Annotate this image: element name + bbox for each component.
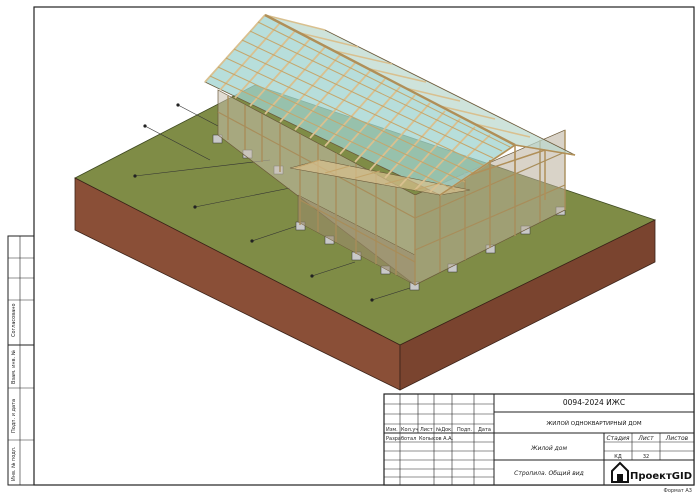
project-name: ЖИЛОЙ ОДНОКВАРТИРНЫЙ ДОМ	[546, 420, 641, 427]
hdr-kol: Кол.уч	[401, 427, 418, 433]
left-stamp-strip: Согласовано Взам. инв. № Подп. и дата Ин…	[7, 235, 35, 486]
sheet-label: Лист	[637, 435, 654, 442]
developed-label: Разработал	[386, 436, 416, 442]
inv-orig-label: Инв. № подл.	[11, 446, 17, 481]
porch-roof	[289, 159, 471, 196]
object-name: Жилой дом	[530, 445, 567, 452]
house-logo-icon	[611, 461, 629, 483]
stage-value: КД	[614, 454, 622, 460]
hdr-date: Дата	[478, 427, 491, 433]
format-label: Формат А3	[664, 488, 692, 494]
developer-name: Копысов А.А.	[419, 436, 454, 442]
house-isometric-drawing	[74, 13, 657, 391]
hdr-ndoc: №Док.	[436, 427, 453, 433]
doc-code: 0094-2024 ИЖС	[563, 398, 625, 407]
hdr-podp: Подп.	[457, 427, 473, 433]
sheet-name: Стропила. Общий вид	[514, 470, 584, 477]
agreed-label: Согласовано	[11, 303, 17, 337]
proektgid-logo: ПроектGID	[611, 461, 692, 483]
sheet-value: 32	[643, 454, 649, 460]
sign-date-label: Подп. и дата	[11, 399, 17, 433]
hdr-izm: Изм.	[386, 427, 398, 433]
ground-right-face	[399, 219, 656, 391]
logo-text: ПроектGID	[630, 471, 692, 482]
replaced-inv-label: Взам. инв. №	[11, 349, 17, 384]
sheets-label: Листов	[665, 435, 689, 442]
stage-label: Стадия	[606, 435, 629, 442]
title-block: Изм. Кол.уч Лист №Док. Подп. Дата Разраб…	[383, 393, 695, 486]
hdr-list: Лист	[420, 427, 433, 433]
